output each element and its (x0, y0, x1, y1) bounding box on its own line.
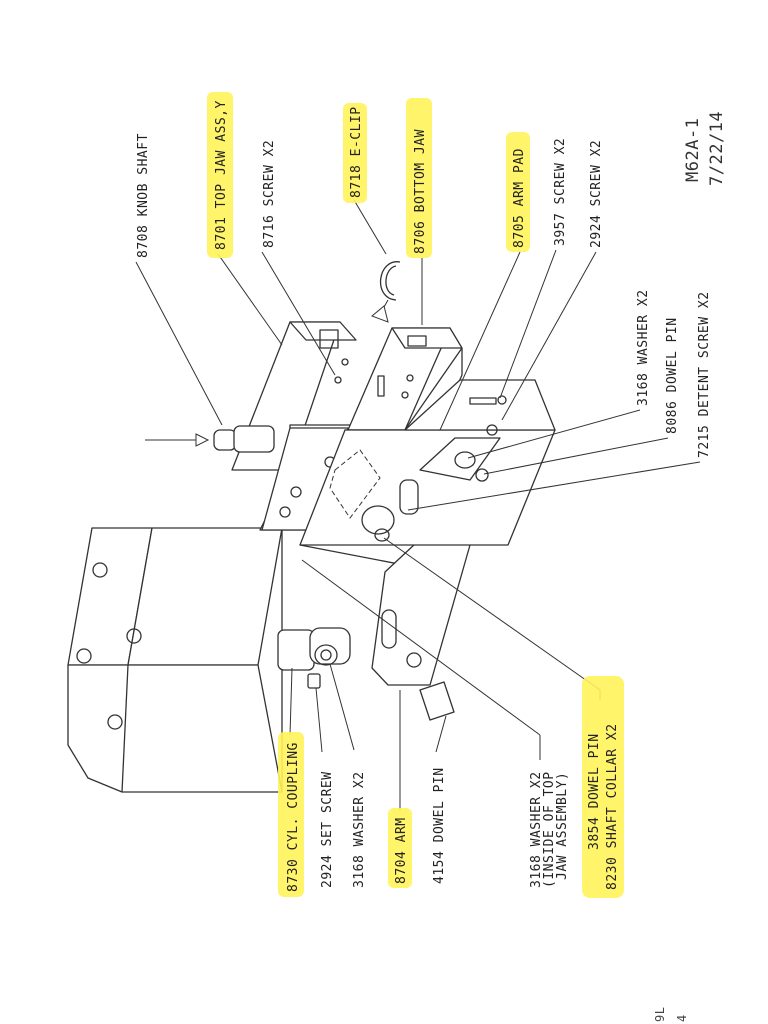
callout-screw-8716: 8716 SCREW X2 (262, 140, 277, 248)
callout-washer-3168-low: 3168 WASHER X2 (352, 771, 367, 888)
callout-screw-2924-top: 2924 SCREW X2 (589, 140, 604, 248)
callout-knob-shaft: 8708 KNOB SHAFT (136, 133, 151, 258)
callout-dowel-3854: 3854 DOWEL PIN (587, 733, 602, 850)
edge-mark-1: 9L (653, 1007, 667, 1022)
callout-e-clip: 8718 E-CLIP (349, 106, 364, 198)
callout-cyl-coupling: 8730 CYL. COUPLING (286, 742, 301, 892)
highlight-cyl-coupling (278, 732, 304, 897)
callout-set-screw: 2924 SET SCREW (320, 771, 335, 888)
highlight-bottom-jaw (406, 98, 432, 258)
callout-arm: 8704 ARM (394, 817, 409, 884)
callout-washer-inside-2: (INSIDE OF TOP (542, 771, 557, 888)
callout-washer-inside-1: 3168 WASHER X2 (529, 771, 544, 888)
callout-top-jaw: 8701 TOP JAW ASS,Y (214, 100, 229, 250)
callout-dowel-4154: 4154 DOWEL PIN (432, 767, 447, 884)
air-cylinder (67, 527, 283, 793)
callout-washer-inside-3: JAW ASSEMBLY) (555, 772, 570, 880)
callout-collar-8230: 8230 SHAFT COLLAR X2 (605, 723, 620, 890)
highlight-top-jaw (207, 92, 233, 258)
callout-arm-pad: 8705 ARM PAD (512, 148, 527, 248)
drawing-date: 7/22/14 (707, 111, 727, 186)
highlight-marks (207, 92, 624, 898)
drawing-number: M62A-1 (683, 118, 703, 182)
e-clip-part (371, 261, 401, 323)
highlight-e-clip (343, 103, 367, 203)
title-block: M62A-1 7/22/14 9L 4 (653, 111, 727, 1022)
callout-washer-3168-top: 3168 WASHER X2 (636, 289, 651, 406)
callout-labels: 8708 KNOB SHAFT 8701 TOP JAW ASS,Y 8716 … (136, 100, 712, 892)
parts-geometry (67, 261, 556, 793)
leader-lines (135, 199, 701, 810)
highlight-arm (388, 808, 412, 888)
highlight-arm-pad (506, 132, 530, 252)
knob-shaft-part (145, 425, 275, 453)
callout-detent-7215: 7215 DETENT SCREW X2 (697, 291, 712, 458)
cylinder-coupling (277, 627, 351, 689)
callout-dowel-8086: 8086 DOWEL PIN (665, 317, 680, 434)
highlight-dowel-collar (582, 676, 624, 898)
callout-bottom-jaw: 8706 BOTTOM JAW (413, 129, 428, 254)
callout-screw-3957: 3957 SCREW X2 (553, 138, 568, 246)
edge-mark-2: 4 (675, 1014, 689, 1022)
